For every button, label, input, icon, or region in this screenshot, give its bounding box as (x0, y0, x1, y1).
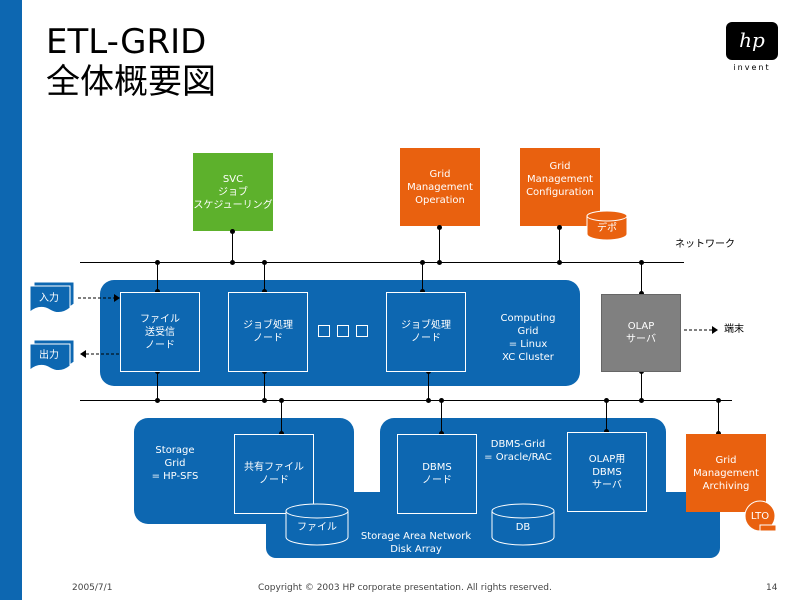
terminal-arrow (684, 326, 718, 334)
lto-label: LTO (750, 511, 770, 522)
connector-job2-down (428, 372, 429, 400)
connector-shared-file (281, 400, 282, 434)
connector-job1-up (264, 262, 265, 292)
connector-olap-up (641, 262, 642, 294)
junction-dot (604, 429, 609, 434)
title-line-2: 全体概要図 (46, 62, 216, 102)
ellipsis-square (356, 325, 368, 337)
input-document-icon (29, 281, 75, 314)
junction-dot (639, 260, 644, 265)
lto-tape-icon (744, 500, 777, 532)
grid-management-configuration-box: Grid Management Configuration (520, 148, 600, 226)
connector-dbms (441, 400, 442, 434)
junction-dot (604, 398, 609, 403)
shared-file-node: 共有ファイル ノード (234, 434, 314, 514)
connector-file-up (157, 262, 158, 292)
slide-title: ETL-GRID 全体概要図 (46, 22, 216, 102)
junction-dot (420, 289, 425, 294)
connector-olap-dbms (606, 400, 607, 432)
grid-management-operation-box: Grid Management Operation (400, 148, 480, 226)
logo-tagline: invent (733, 63, 771, 72)
db-cylinder-icon (491, 503, 555, 546)
computing-grid-label: Computing Grid = Linux XC Cluster (500, 313, 556, 363)
connector-grid-op (439, 226, 440, 262)
network-line-lower (80, 400, 732, 401)
job-node-2: ジョブ処理 ノード (386, 292, 466, 372)
junction-dot (437, 225, 442, 230)
junction-dot (155, 260, 160, 265)
logo-text: hp (739, 28, 765, 52)
junction-dot (439, 431, 444, 436)
footer-date: 2005/7/1 (72, 583, 113, 593)
file-storage-cylinder-icon (285, 503, 349, 546)
junction-dot (230, 260, 235, 265)
junction-dot (279, 431, 284, 436)
storage-grid-label: Storage Grid = HP-SFS (151, 445, 199, 482)
junction-dot (557, 225, 562, 230)
junction-dot (639, 291, 644, 296)
left-accent-bar (0, 0, 22, 600)
hp-logo-icon: hp (726, 22, 778, 60)
junction-dot (557, 260, 562, 265)
dbms-grid-label: DBMS-Grid = Oracle/RAC (484, 439, 552, 463)
junction-dot (716, 431, 721, 436)
terminal-label: 端末 (724, 324, 744, 335)
output-document-icon (29, 339, 75, 372)
connector-job2-up (422, 262, 423, 292)
network-line-upper (80, 262, 684, 263)
input-label: 入力 (39, 293, 59, 304)
junction-dot (279, 398, 284, 403)
grid-management-archiving-box: Grid Management Archiving (686, 434, 766, 512)
connector-olap-down (641, 372, 642, 400)
junction-dot (639, 398, 644, 403)
dbms-node: DBMS ノード (397, 434, 477, 514)
connector-grid-arch (718, 400, 719, 434)
junction-dot (262, 398, 267, 403)
junction-dot (426, 398, 431, 403)
title-line-1: ETL-GRID (46, 22, 207, 62)
db-label: DB (515, 522, 531, 533)
connector-grid-conf (559, 226, 560, 262)
footer-page-number: 14 (766, 583, 778, 593)
junction-dot (155, 289, 160, 294)
ellipsis-square (318, 325, 330, 337)
footer-copyright: Copyright © 2003 HP corporate presentati… (258, 583, 552, 593)
junction-dot (420, 260, 425, 265)
junction-dot (262, 289, 267, 294)
san-label: Storage Area Network Disk Array (360, 531, 472, 555)
olap-server-box: OLAP サーバ (601, 294, 681, 372)
connector-job1-down (264, 372, 265, 400)
depot-cylinder-icon (586, 210, 628, 241)
olap-dbms-server: OLAP用 DBMS サーバ (567, 432, 647, 512)
io-arrows (78, 294, 120, 358)
junction-dot (230, 229, 235, 234)
output-label: 出力 (39, 350, 59, 361)
file-transfer-node: ファイル 送受信 ノード (120, 292, 200, 372)
junction-dot (155, 398, 160, 403)
junction-dot (439, 398, 444, 403)
file-storage-label: ファイル (297, 522, 337, 533)
connector-svc (232, 231, 233, 262)
depot-label: デポ (597, 223, 617, 234)
job-node-1: ジョブ処理 ノード (228, 292, 308, 372)
connector-file-down (157, 372, 158, 400)
junction-dot (262, 260, 267, 265)
ellipsis-square (337, 325, 349, 337)
network-label: ネットワーク (675, 239, 735, 250)
junction-dot (716, 398, 721, 403)
junction-dot (437, 260, 442, 265)
svc-box: SVC ジョブ スケジューリング (193, 153, 273, 231)
